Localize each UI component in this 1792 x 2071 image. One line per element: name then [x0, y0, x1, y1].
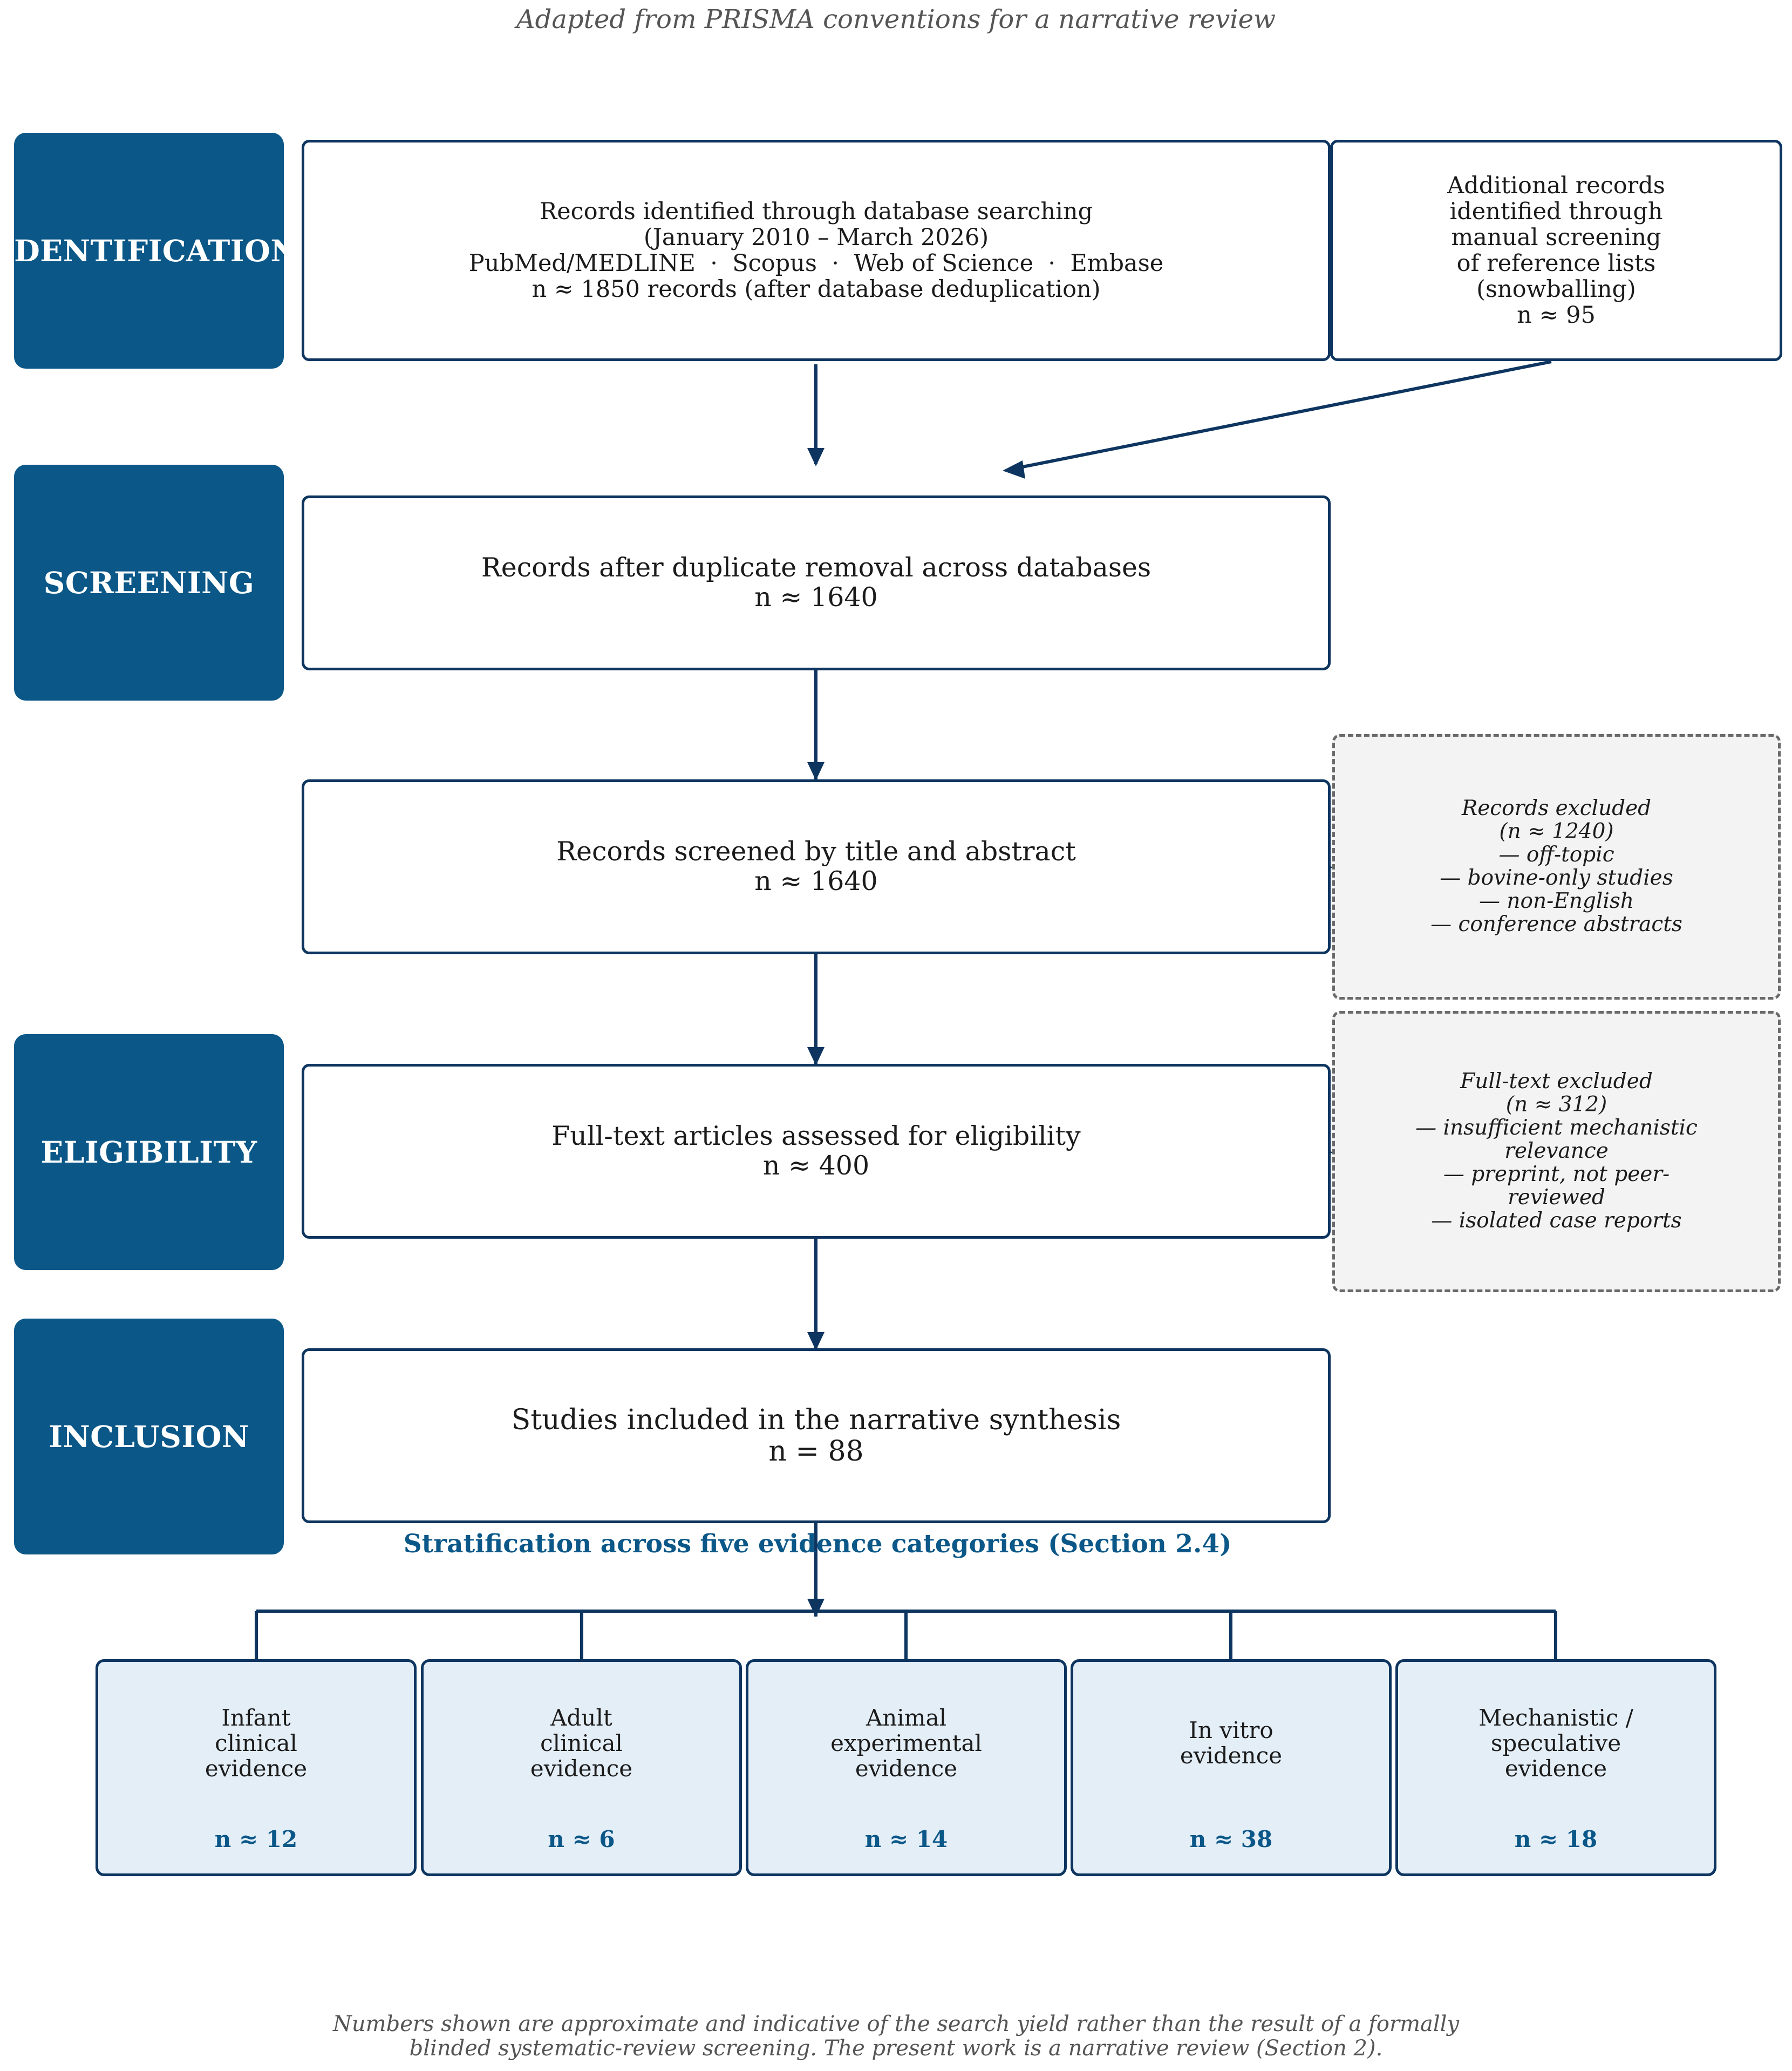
category-mechanistic-speculative: Mechanistic / speculative evidence n ≈ 1…	[1395, 1659, 1716, 1876]
stage-eligibility: ELIGIBILITY	[14, 1034, 284, 1270]
records-excluded-box: Records excluded (n ≈ 1240) — off-topic …	[1332, 734, 1781, 1000]
deduplication-box: Records after duplicate removal across d…	[302, 495, 1331, 670]
fulltext-assessment-box: Full-text articles assessed for eligibil…	[302, 1064, 1331, 1239]
arrow-manual-to-dedup	[1014, 360, 1552, 470]
category-infant-clinical: Infant clinical evidence n ≈ 12	[96, 1659, 417, 1876]
stage-inclusion: INCLUSION	[14, 1319, 284, 1554]
category-count: n ≈ 14	[864, 1826, 948, 1852]
category-count: n ≈ 12	[214, 1826, 298, 1852]
stage-screening: SCREENING	[14, 465, 284, 701]
category-count: n ≈ 6	[548, 1826, 615, 1852]
title-abstract-screening-box: Records screened by title and abstract n…	[302, 779, 1331, 954]
footer-note: Numbers shown are approximate and indica…	[332, 2012, 1460, 2061]
diagram-caption: Adapted from PRISMA conventions for a na…	[516, 4, 1276, 35]
category-count: n ≈ 38	[1189, 1826, 1273, 1852]
category-adult-clinical: Adult clinical evidence n ≈ 6	[421, 1659, 742, 1876]
database-search-box: Records identified through database sear…	[302, 140, 1331, 361]
manual-search-box: Additional records identified through ma…	[1330, 140, 1782, 361]
category-count: n ≈ 18	[1514, 1826, 1598, 1852]
category-in-vitro: In vitro evidence n ≈ 38	[1071, 1659, 1392, 1876]
fulltext-excluded-box: Full-text excluded (n ≈ 312) — insuffici…	[1332, 1011, 1781, 1292]
included-studies-box: Studies included in the narrative synthe…	[302, 1348, 1331, 1523]
category-animal-experimental: Animal experimental evidence n ≈ 14	[746, 1659, 1067, 1876]
stage-identification: IDENTIFICATION	[0, 133, 298, 369]
stratification-title: Stratification across five evidence cate…	[403, 1529, 1232, 1559]
